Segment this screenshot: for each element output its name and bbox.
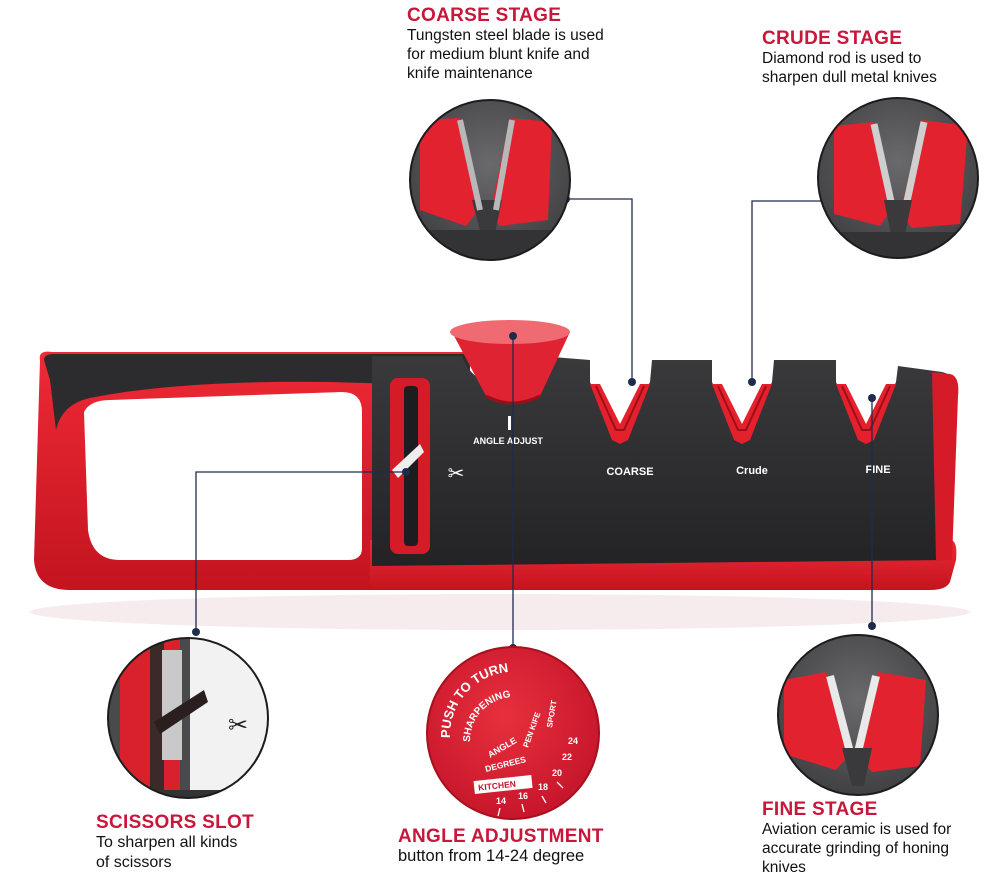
angle-dial: PUSH TO TURN SHARPENING ANGLE DEGREES KI… — [426, 646, 600, 820]
label-coarse: COARSE — [606, 466, 653, 478]
crude-notch — [712, 384, 772, 444]
dial-degree-values: 14 16 18 20 22 24 — [496, 736, 578, 806]
coarse-notch — [590, 384, 650, 444]
knob-pointer-mark — [508, 416, 511, 430]
label-fine: FINE — [865, 464, 890, 476]
angle-adjustment-title: ANGLE ADJUSTMENT — [398, 826, 604, 847]
dial-value-18: 18 — [538, 782, 548, 792]
fine-stage-line-3: knives — [762, 859, 806, 876]
handle-grip-hole — [84, 392, 362, 560]
callout-fine-stage: FINE STAGE Aviation ceramic is used for … — [762, 800, 994, 877]
dial-value-14: 14 — [496, 796, 506, 806]
sharpener-body: ✂ ANGLE ADJUST COARSE Crude FINE — [34, 320, 959, 590]
scissors-slot-title: SCISSORS SLOT — [96, 812, 255, 833]
crude-connector — [751, 200, 826, 382]
dial-value-16: 16 — [518, 791, 528, 801]
coarse-stage-line-2: for medium blunt knife and — [407, 46, 590, 63]
scissors-zoom-icon: ✂ — [228, 712, 248, 739]
reflection — [30, 594, 970, 630]
coarse-stage-title: COARSE STAGE — [407, 5, 562, 26]
callout-angle-adjustment: ANGLE ADJUSTMENT button from 14-24 degre… — [398, 827, 678, 866]
coarse-connector — [566, 198, 633, 382]
scissors-slot-line-1: To sharpen all kinds — [96, 834, 238, 851]
label-crude: Crude — [736, 465, 768, 477]
callout-crude-stage: CRUDE STAGE Diamond rod is used to sharp… — [762, 29, 992, 87]
scissors-slot-line-2: of scissors — [96, 854, 172, 871]
callout-scissors-slot: SCISSORS SLOT To sharpen all kinds of sc… — [96, 813, 296, 873]
crude-stage-title: CRUDE STAGE — [762, 28, 903, 49]
fine-notch — [836, 384, 896, 444]
dial-kitchen-box — [473, 775, 533, 794]
angle-knob — [450, 320, 570, 405]
dark-housing — [372, 356, 953, 566]
label-angle-adjust: ANGLE ADJUST — [473, 436, 543, 446]
connector-lines — [195, 198, 873, 648]
coarse-stage-line-1: Tungsten steel blade is used — [407, 27, 604, 44]
scissors-connector — [195, 471, 406, 632]
scissors-slot — [390, 378, 430, 554]
fine-stage-line-1: Aviation ceramic is used for — [762, 821, 952, 838]
coarse-stage-line-3: knife maintenance — [407, 65, 533, 82]
dial-value-20: 20 — [552, 768, 562, 778]
fine-stage-title: FINE STAGE — [762, 799, 878, 820]
crude-stage-line-2: sharpen dull metal knives — [762, 69, 937, 86]
dial-value-24: 24 — [568, 736, 578, 746]
callout-coarse-stage: COARSE STAGE Tungsten steel blade is use… — [407, 6, 657, 83]
dial-value-22: 22 — [562, 752, 572, 762]
dial-ticks — [497, 781, 564, 817]
scissors-icon: ✂ — [448, 463, 465, 485]
right-red-edge — [932, 372, 959, 560]
crude-zoom-circle — [817, 97, 979, 259]
scissors-zoom-circle: ✂ — [107, 637, 269, 799]
dial-kitchen-text: KITCHEN — [478, 779, 517, 793]
fine-stage-line-2: accurate grinding of honing — [762, 840, 949, 857]
angle-adjustment-line-1: button from 14-24 degree — [398, 847, 585, 865]
crude-stage-line-1: Diamond rod is used to — [762, 50, 922, 67]
fine-zoom-circle — [777, 634, 939, 796]
handle-dark-band — [44, 354, 470, 430]
coarse-zoom-circle — [409, 99, 571, 261]
